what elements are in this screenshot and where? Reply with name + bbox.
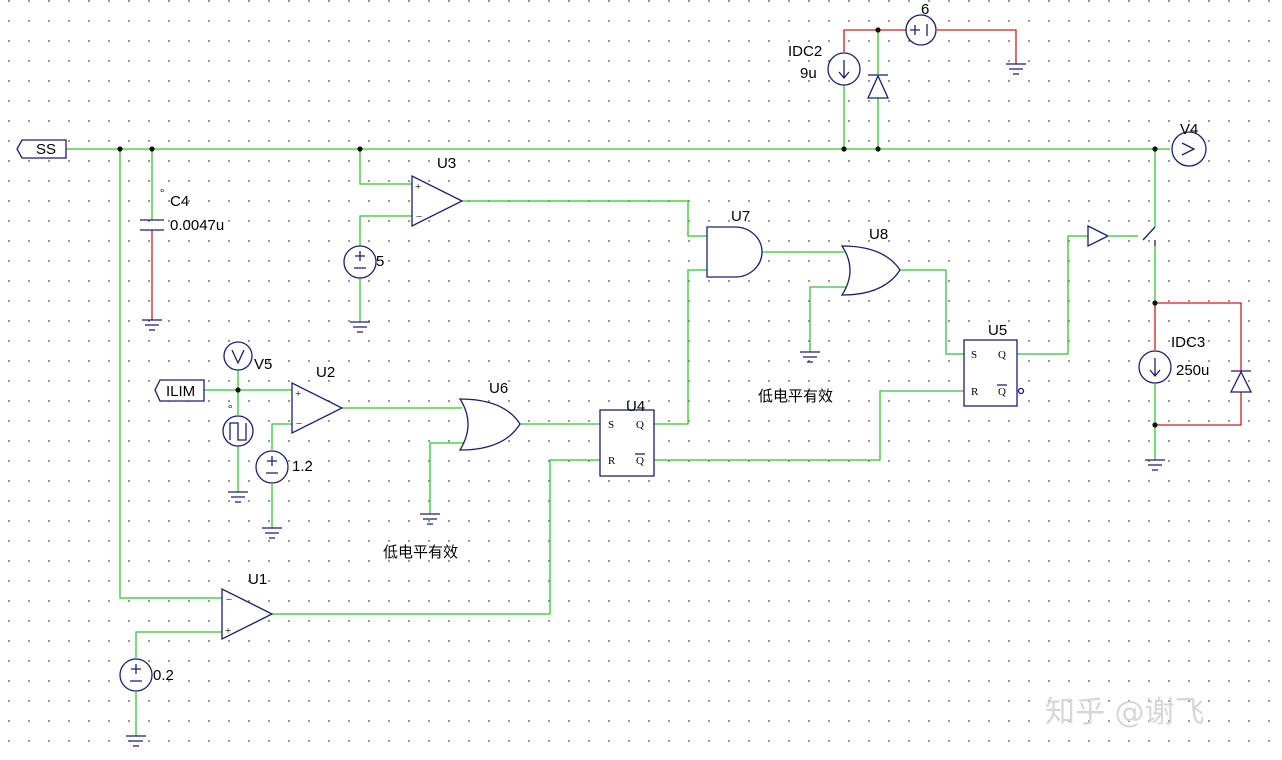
ground-icon [800,351,820,363]
source-u3-value: 5 [376,253,384,270]
svg-text:°: ° [160,187,164,199]
junctions [117,27,1158,428]
u5-label: U5 [988,322,1007,339]
voltmeter-v5[interactable]: V5 [223,341,272,373]
ground-icon [1006,63,1026,75]
u1-label: U1 [248,571,267,588]
v4-label: V4 [1180,121,1198,138]
source-u1-value: 0.2 [153,667,174,684]
analog-switch[interactable] [1142,226,1156,246]
capacitor-c4[interactable]: ° C4 0.0047u [140,187,224,234]
u8-label: U8 [869,226,888,243]
or-gate-u8[interactable]: U8 [840,226,901,296]
u7-label: U7 [731,208,750,225]
source-u2-value: 1.2 [292,458,313,475]
ground-icon [350,321,370,333]
port-ilim-label: ILIM [166,383,195,400]
comparator-u1[interactable]: − + U1 [221,571,274,641]
ground-icon [228,491,248,503]
pulse-source[interactable]: ° [222,403,254,447]
current-source-idc3[interactable]: IDC3 250u [1138,334,1209,384]
svg-text:S: S [971,349,977,361]
c4-label: C4 [170,193,189,210]
diode-right[interactable] [1229,370,1253,393]
ground-icon [142,319,162,331]
current-source-idc2[interactable]: IDC2 9u [788,43,861,86]
diode-top[interactable] [866,74,890,99]
svg-text:−: − [416,211,422,223]
comparator-u2[interactable]: + − U2 [291,364,344,435]
svg-text:Q: Q [998,349,1006,361]
source-top-value: 6 [921,1,929,18]
svg-text:°: ° [228,403,232,415]
and-gate-u7[interactable]: U7 [706,208,763,278]
voltage-source-top[interactable]: 6 [905,1,937,46]
svg-text:Q: Q [636,455,644,467]
sr-latch-u5[interactable]: S R Q Q U5 [963,322,1025,407]
svg-text:+: + [225,625,231,637]
u3-label: U3 [437,155,456,172]
ground-icon [262,527,282,539]
port-ilim[interactable]: ILIM [154,379,205,402]
note-active-low-u8: 低电平有效 [758,387,833,405]
ground-icon [126,735,146,747]
voltage-source-0v2[interactable]: 0.2 [119,658,174,692]
u4-label: U4 [626,398,645,415]
voltmeter-v4[interactable]: V4 [1171,121,1207,167]
buffer-driver[interactable] [1087,224,1138,248]
ground-symbols [126,63,1165,747]
comparator-u3[interactable]: + − U3 [411,155,464,228]
svg-text:R: R [608,455,616,467]
idc3-label: IDC3 [1171,334,1205,351]
u2-label: U2 [316,364,335,381]
voltage-source-1v2[interactable]: 1.2 [255,450,313,484]
svg-text:−: − [226,594,232,606]
power-wires [151,29,1242,426]
idc3-value: 250u [1176,362,1209,379]
svg-text:S: S [608,419,614,431]
idc2-value: 9u [800,65,817,82]
svg-text:Q: Q [998,386,1006,398]
voltage-source-5v[interactable]: 5 [343,245,384,279]
port-ss[interactable]: SS [16,139,67,159]
v5-label: V5 [254,356,272,373]
u6-label: U6 [489,380,508,397]
port-ss-label: SS [36,141,56,158]
sr-latch-u4[interactable]: S R Q Q U4 [599,398,655,477]
idc2-label: IDC2 [788,43,822,60]
note-active-low-u6: 低电平有效 [383,543,458,561]
watermark: 知乎 @谢飞 [1045,695,1205,730]
svg-text:+: + [415,181,421,193]
wires [66,30,1170,736]
ground-icon [420,513,440,525]
c4-value: 0.0047u [170,217,224,234]
svg-text:Q: Q [636,419,644,431]
svg-text:R: R [971,386,979,398]
svg-text:+: + [295,388,301,400]
ground-icon [1145,459,1165,471]
or-gate-u6[interactable]: U6 [458,380,521,451]
svg-text:−: − [296,418,302,430]
